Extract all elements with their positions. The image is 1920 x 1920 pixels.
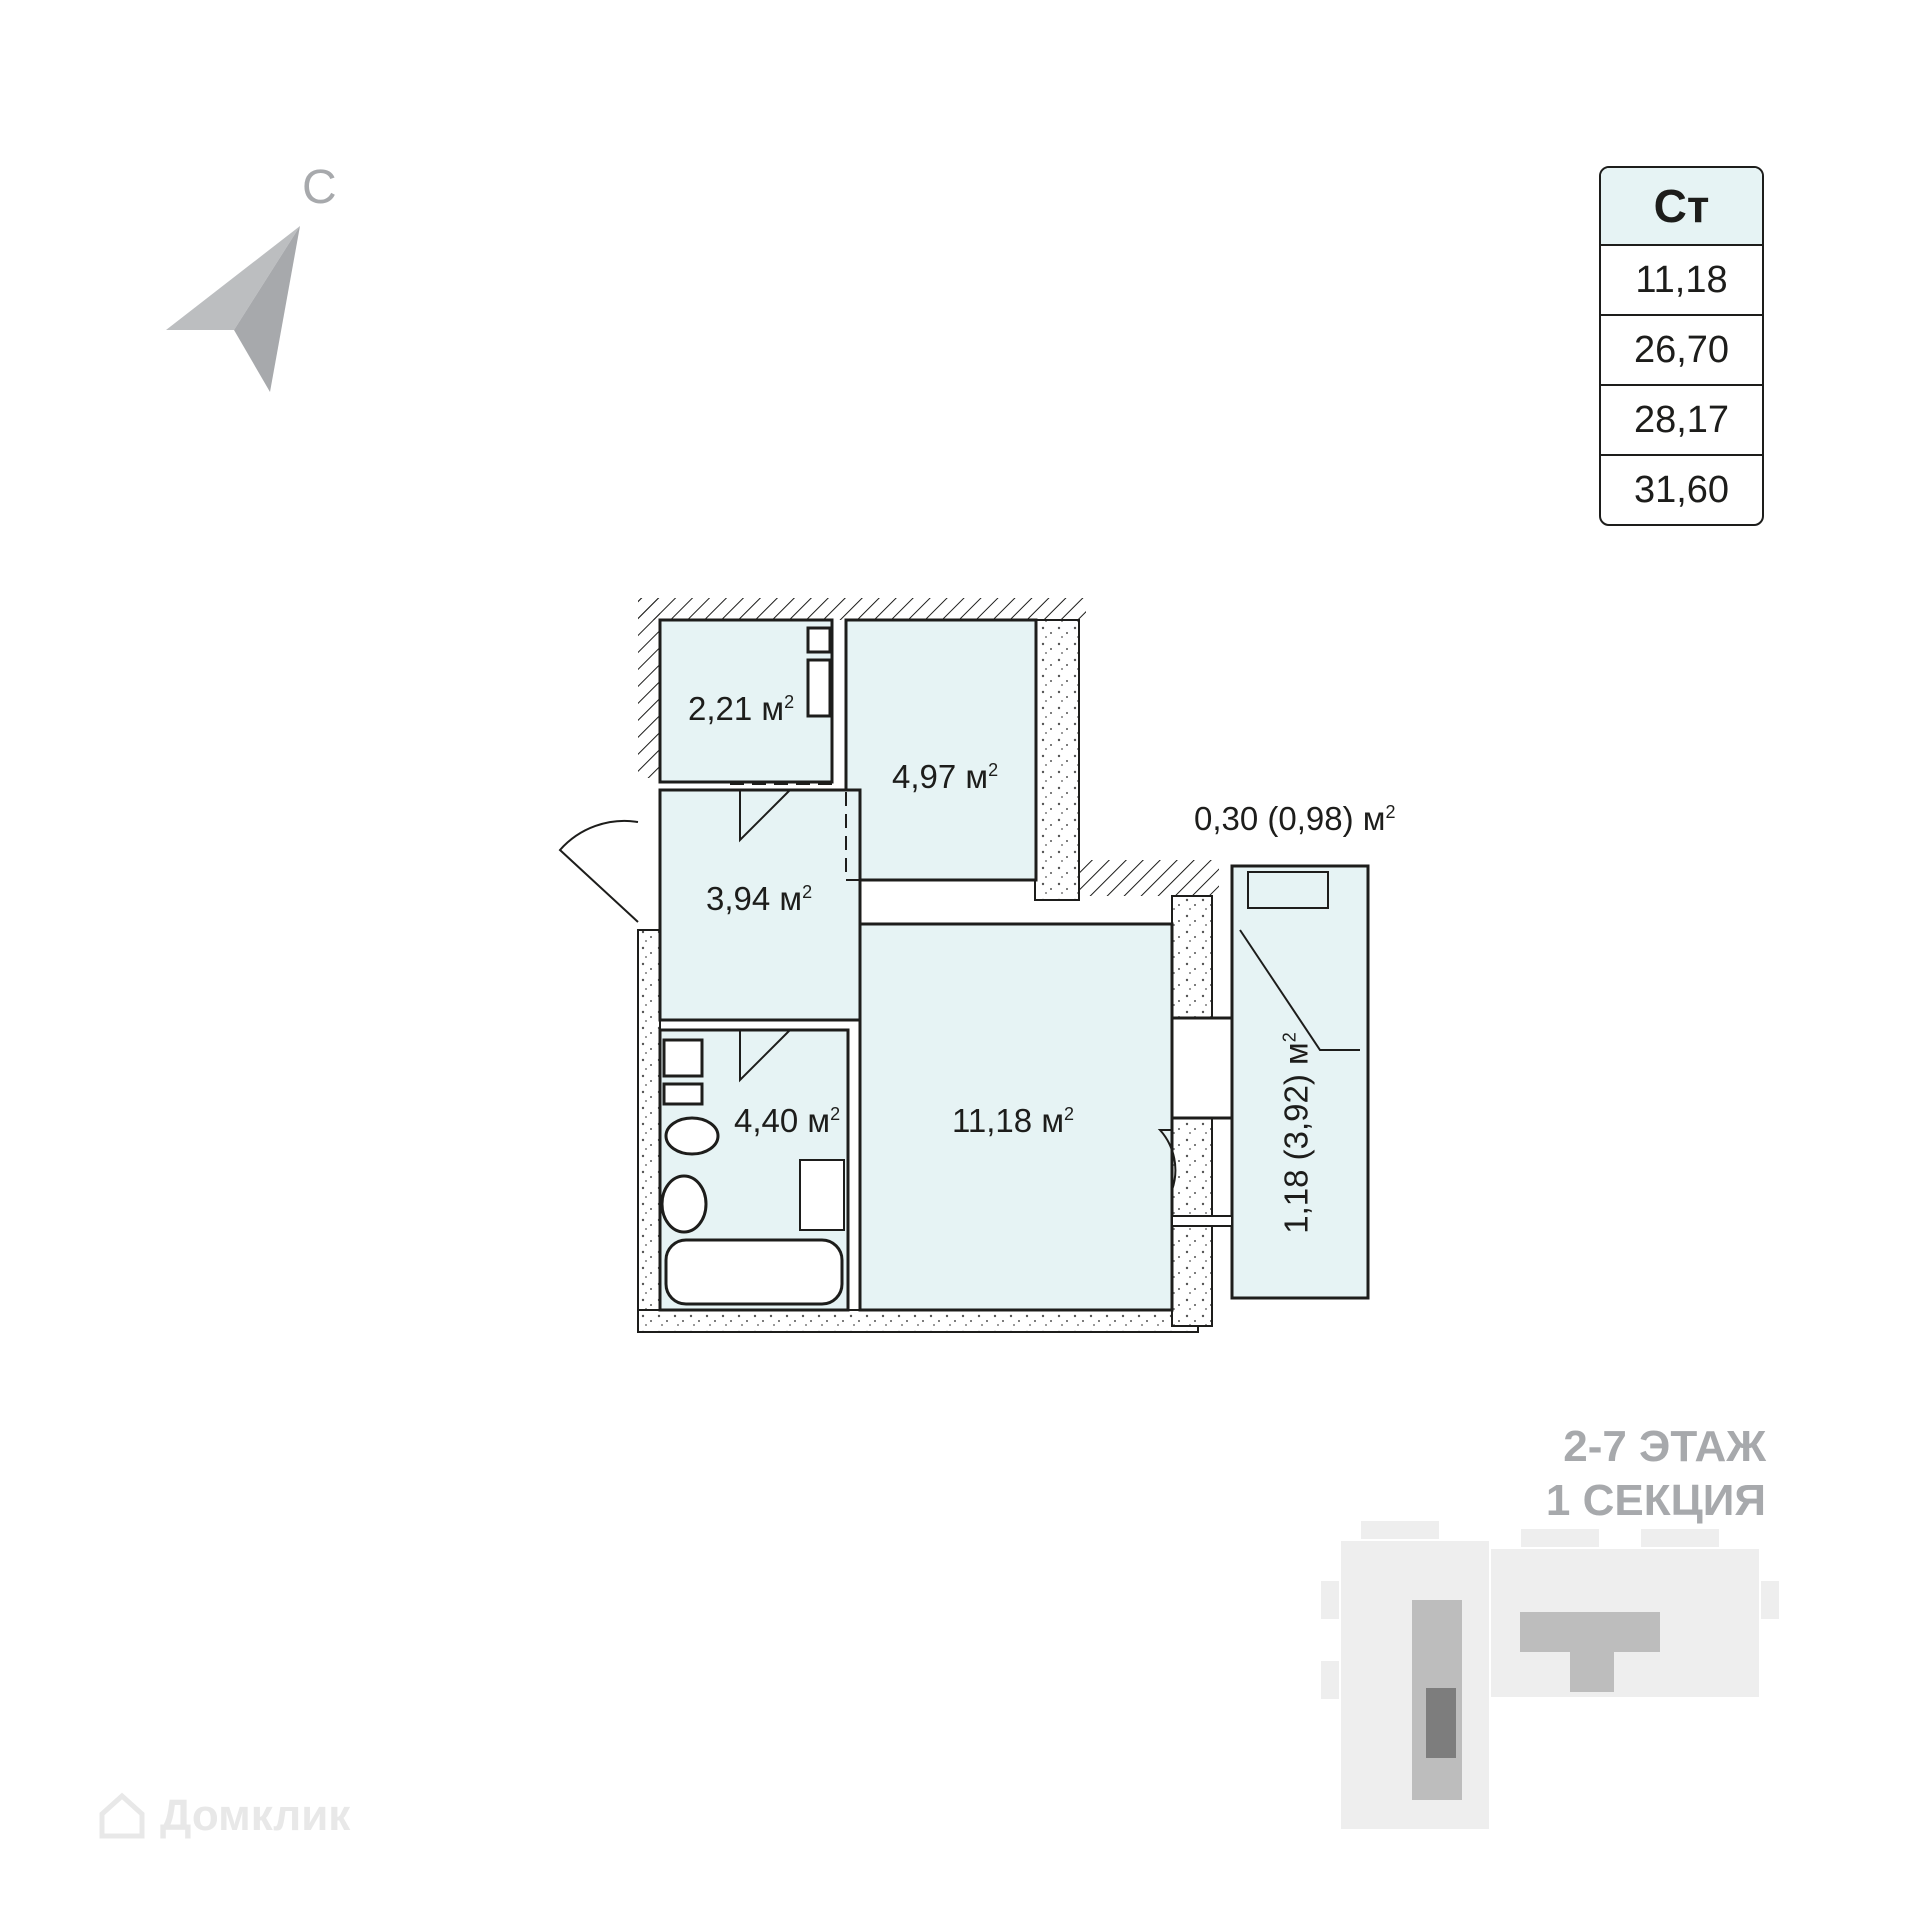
storage-fixtures <box>806 626 832 718</box>
room-hallway <box>658 788 862 1022</box>
area-total: 26,70 <box>1601 316 1762 386</box>
room-area-hallway: 3,94 м2 <box>706 880 813 917</box>
floor-info: 2-7 ЭТАЖ 1 СЕКЦИЯ <box>1546 1420 1766 1528</box>
house-logo-icon <box>99 1792 145 1839</box>
watermark: Домклик <box>96 1790 350 1842</box>
window-living <box>1170 1016 1234 1120</box>
balcony-small <box>1247 871 1329 909</box>
key-plan <box>1320 1520 1780 1831</box>
room-storage <box>658 618 834 784</box>
north-arrow-icon <box>166 226 300 392</box>
compass-letter: С <box>302 161 337 214</box>
room-living <box>858 922 1174 1312</box>
room-area-living: 11,18 м2 <box>952 1102 1075 1139</box>
section-number: 1 СЕКЦИЯ <box>1545 1476 1766 1525</box>
area-full: 31,60 <box>1633 468 1730 511</box>
doors <box>558 789 1360 1191</box>
room-area-loggia: 1,18 (3,92) м2 <box>1277 1032 1315 1234</box>
room-area-bathroom: 4,40 м2 <box>734 1102 841 1139</box>
room-area-balcony: 0,30 (0,98) м2 <box>1194 800 1396 837</box>
bath-fixtures <box>660 1038 845 1306</box>
window-frame <box>1171 1215 1233 1227</box>
apartment-type-code: Ст <box>1601 168 1762 246</box>
area-with-balcony: 28,17 <box>1601 386 1762 456</box>
room-area-storage: 2,21 м2 <box>688 690 795 727</box>
room-area-kitchen: 4,97 м2 <box>892 758 999 795</box>
apartment-type-table: Ст 11,18 26,70 28,17 31,60 <box>1599 166 1764 526</box>
room-kitchen <box>844 618 1038 882</box>
compass <box>160 160 360 400</box>
zone-lines <box>730 783 1036 1021</box>
floor-range: 2-7 ЭТАЖ <box>1563 1422 1766 1471</box>
area-living: 11,18 <box>1601 246 1762 316</box>
key-plan-apartment <box>1426 1688 1456 1758</box>
watermark-text: Домклик <box>160 1791 351 1840</box>
